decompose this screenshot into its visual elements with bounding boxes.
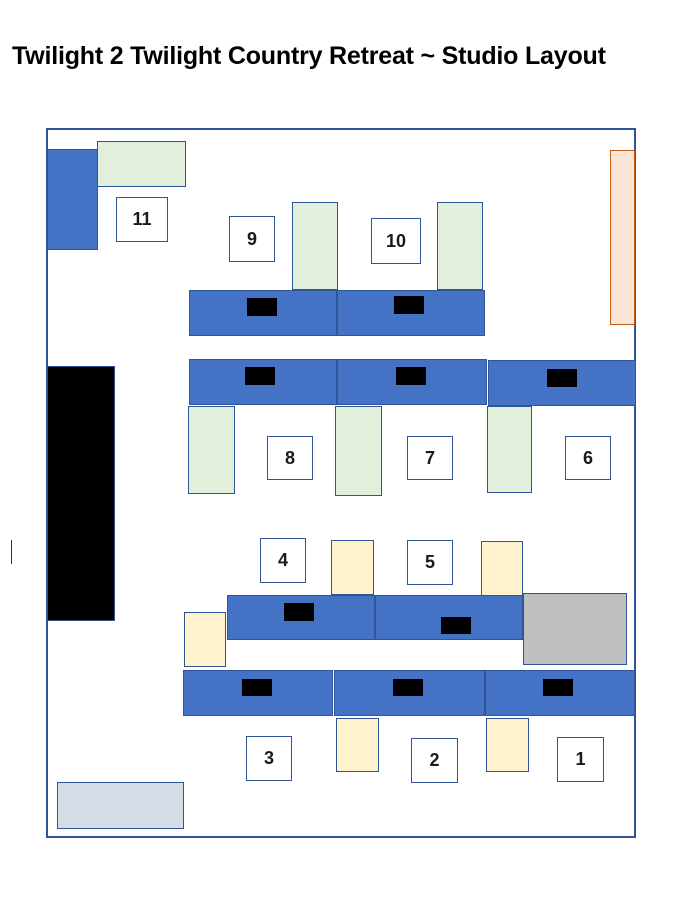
right-wall-panel (610, 150, 635, 325)
monitor-station-4 (284, 603, 314, 621)
bottom-left-table (57, 782, 184, 829)
station-label-7: 7 (407, 436, 453, 480)
monitor-station-9 (247, 298, 277, 316)
corner-green-table (97, 141, 186, 187)
station-label-11: 11 (116, 197, 168, 242)
monitor-station-5 (441, 617, 471, 634)
monitor-station-7 (396, 367, 426, 385)
side-chair-left (184, 612, 226, 667)
chair-station-9 (292, 202, 338, 290)
chair-station-1 (486, 718, 529, 772)
chair-station-10 (437, 202, 483, 290)
station-label-10: 10 (371, 218, 421, 264)
station-label-3: 3 (246, 736, 292, 781)
station-label-4: 4 (260, 538, 306, 583)
station-label-9: 9 (229, 216, 275, 262)
chair-station-5 (481, 541, 523, 596)
monitor-station-1 (543, 679, 573, 696)
corner-blue-block (47, 149, 98, 250)
chair-station-8 (188, 406, 235, 494)
left-black-block (47, 366, 115, 621)
station-label-6: 6 (565, 436, 611, 480)
chair-station-6 (487, 406, 532, 493)
text-cursor (11, 540, 12, 564)
monitor-station-6 (547, 369, 577, 387)
station-label-8: 8 (267, 436, 313, 480)
station-label-2: 2 (411, 738, 458, 783)
page-title: Twilight 2 Twilight Country Retreat ~ St… (12, 42, 606, 70)
monitor-station-10 (394, 296, 424, 314)
grey-equipment-block (523, 593, 627, 665)
monitor-station-3 (242, 679, 272, 696)
monitor-station-2 (393, 679, 423, 696)
chair-station-4 (331, 540, 374, 595)
monitor-station-8 (245, 367, 275, 385)
station-label-5: 5 (407, 540, 453, 585)
station-label-1: 1 (557, 737, 604, 782)
chair-station-2 (336, 718, 379, 772)
chair-station-7 (335, 406, 382, 496)
